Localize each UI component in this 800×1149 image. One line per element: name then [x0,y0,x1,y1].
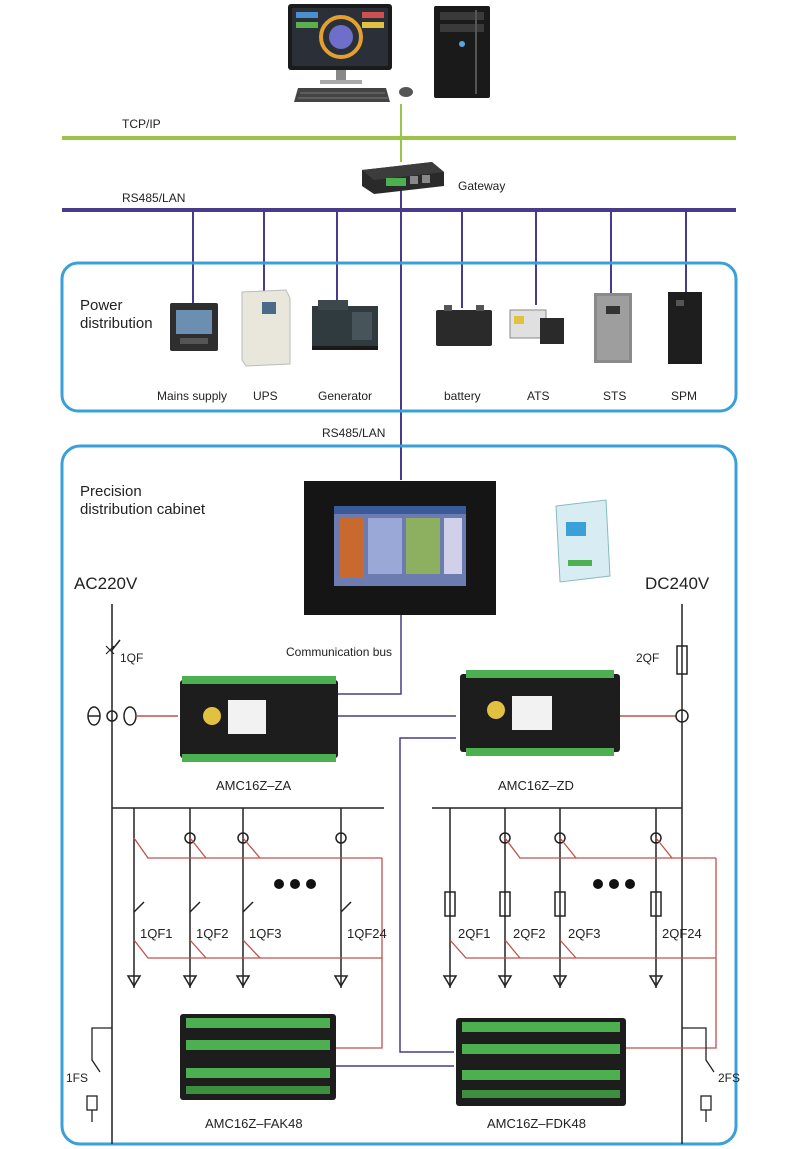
comm-zd-to-fdk [399,737,456,1053]
sts-icon [594,293,632,363]
left-ellipsis-dots [274,879,316,889]
device-label-ats: ATS [527,389,549,403]
module-fak48-label: AMC16Z–FAK48 [205,1116,303,1131]
meter-zd-label: AMC16Z–ZD [498,778,574,793]
branch-2qf2: 2QF2 [513,926,546,941]
device-label-mains: Mains supply [157,389,227,403]
module-fak48-icon [180,1014,336,1100]
fs-left-label: 1FS [66,1071,88,1085]
right-red-wires [449,837,717,1049]
cabinet-title-1: Precision [80,483,142,500]
module-fdk48-label: AMC16Z–FDK48 [487,1116,586,1131]
device-label-generator: Generator [318,389,372,403]
qf2-label: 2QF [636,651,659,665]
branch-2qf24: 2QF24 [662,926,702,941]
rs485-top-label: RS485/LAN [122,191,185,205]
branch-2qf3: 2QF3 [568,926,601,941]
touchscreen-icon [304,481,496,615]
branch-1qf1: 1QF1 [140,926,173,941]
device-label-battery: battery [444,389,481,403]
comm-bus-to-za [338,615,402,695]
tcpip-label: TCP/IP [122,117,161,131]
device-labels: Mains supply UPS Generator battery ATS S… [157,389,697,403]
keyboard-icon [294,88,390,102]
monitor-icon [288,4,392,84]
dc-label: DC240V [645,574,710,593]
module-fdk48-icon [456,1018,626,1106]
left-bus [111,604,384,1144]
ups-icon [241,289,291,367]
device-label-sts: STS [603,389,626,403]
branch-2qf1: 2QF1 [458,926,491,941]
branch-1qf2: 1QF2 [196,926,229,941]
precision-cabinet-panel [60,444,738,1146]
mains-supply-meter-icon [170,303,218,351]
battery-icon [436,305,492,346]
device-drops [192,210,687,308]
fs-left-icon [86,1027,112,1122]
device-label-ups: UPS [253,389,278,403]
power-distribution-title-2: distribution [80,315,153,332]
left-branch-labels: 1QF1 1QF2 1QF3 1QF24 [140,926,387,941]
gateway-label: Gateway [458,179,505,193]
right-branch-labels: 2QF1 2QF2 2QF3 2QF24 [458,926,702,941]
left-branches [126,808,352,988]
left-red-wires [133,837,383,1049]
qf1-breaker-icon [105,645,115,655]
cabinet-title-2: distribution cabinet [80,501,206,518]
branch-1qf24: 1QF24 [347,926,387,941]
device-label-spm: SPM [671,389,697,403]
comm-bus-label: Communication bus [286,645,392,659]
spm-icon [668,292,702,364]
rs485-mid-label: RS485/LAN [322,426,385,440]
right-ellipsis-dots [593,879,635,889]
meter-za-icon [180,676,338,762]
ats-icon [509,309,564,344]
mouse-icon [399,87,413,97]
fs-right-icon [682,1027,715,1122]
power-supply-icon [555,499,611,583]
right-branches [442,808,664,988]
pc-tower-icon [434,6,490,98]
meter-zd-icon [460,670,620,756]
qf1-label: 1QF [120,651,143,665]
power-distribution-title-1: Power [80,297,123,314]
meter-za-label: AMC16Z–ZA [216,778,291,793]
left-ct-icons [87,706,137,726]
gateway-icon [362,162,444,194]
fs-right-label: 2FS [718,1071,740,1085]
ac-label: AC220V [74,574,138,593]
generator-icon [312,300,378,350]
right-bus [432,604,689,1144]
branch-1qf3: 1QF3 [249,926,282,941]
power-distribution-panel [60,261,738,413]
